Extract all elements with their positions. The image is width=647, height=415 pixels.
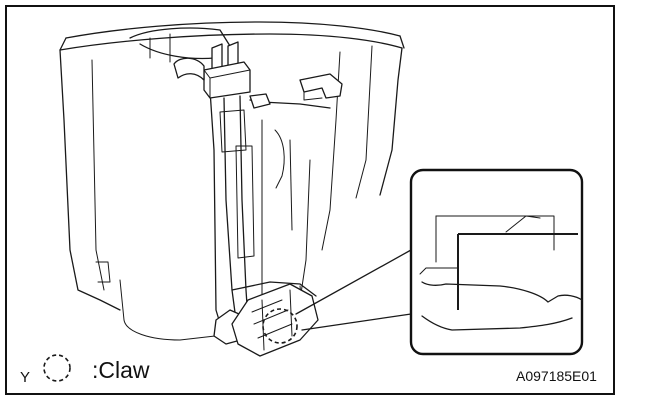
claw-marker-circle: [262, 308, 298, 344]
callout-leader-top: [295, 249, 412, 315]
legend: Y :Claw: [20, 354, 150, 386]
callout-frame: [409, 168, 584, 356]
callout-leader-bottom: [301, 313, 412, 331]
callout-detail: [409, 168, 584, 356]
figure-code: A097185E01: [516, 368, 597, 384]
legend-claw-label: :Claw: [92, 357, 150, 383]
legend-dashed-circle-icon: [43, 354, 71, 382]
claw-region: [231, 283, 319, 357]
legend-marker-letter: Y: [20, 369, 30, 386]
